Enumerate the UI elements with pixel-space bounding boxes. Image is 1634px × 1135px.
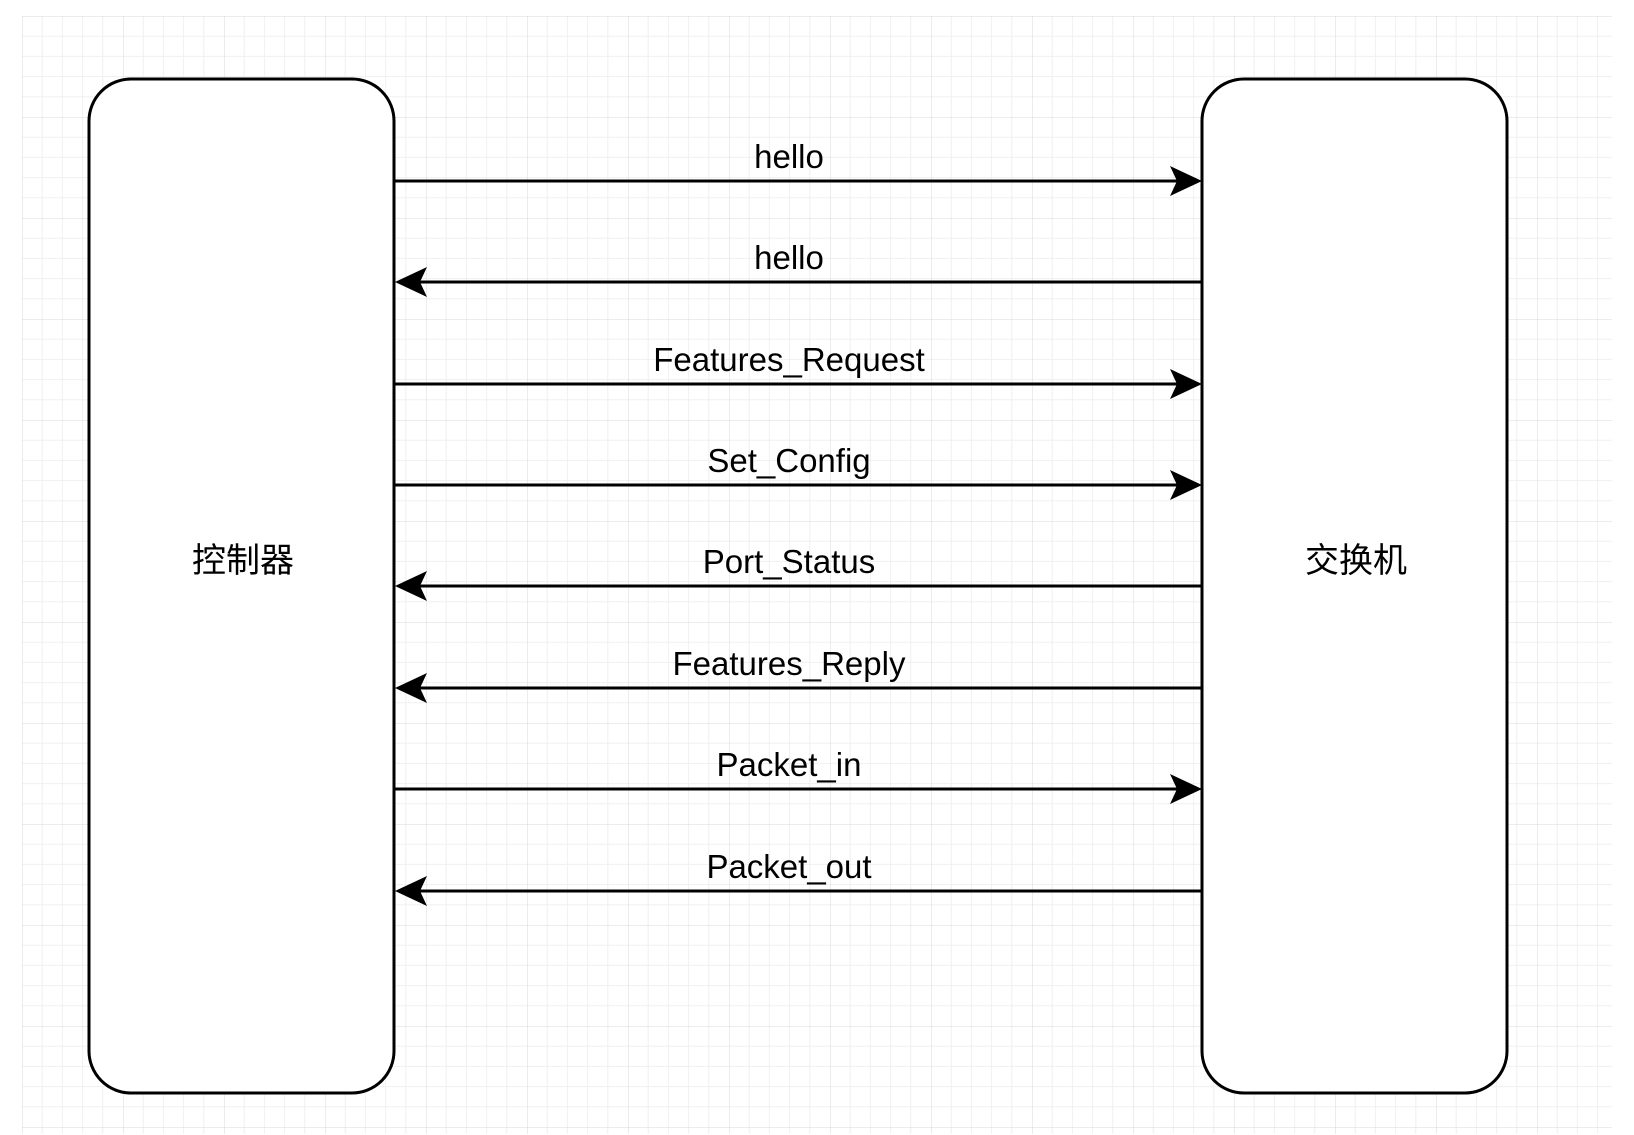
message-label: Packet_out <box>706 848 871 885</box>
message-packet-in[interactable]: Packet_in <box>395 746 1202 804</box>
arrowhead-left-icon <box>395 267 427 297</box>
arrowhead-left-icon <box>395 571 427 601</box>
switch-box[interactable] <box>1200 77 1509 1095</box>
message-hello-request[interactable]: hello <box>395 138 1202 196</box>
arrowhead-right-icon <box>1170 166 1202 196</box>
message-packet-out[interactable]: Packet_out <box>395 848 1202 906</box>
controller-node[interactable]: 控制器 <box>87 77 396 1095</box>
arrowhead-right-icon <box>1170 774 1202 804</box>
arrowhead-left-icon <box>395 876 427 906</box>
message-label: Features_Reply <box>673 645 906 682</box>
arrowhead-right-icon <box>1170 470 1202 500</box>
message-hello-response[interactable]: hello <box>395 239 1202 297</box>
message-set-config[interactable]: Set_Config <box>395 442 1202 500</box>
message-label: hello <box>754 138 824 175</box>
message-label: Port_Status <box>703 543 875 580</box>
controller-box[interactable] <box>87 77 396 1095</box>
arrowhead-right-icon <box>1170 369 1202 399</box>
message-label: Packet_in <box>717 746 862 783</box>
switch-label: 交换机 <box>1305 541 1407 581</box>
arrowhead-left-icon <box>395 673 427 703</box>
message-features-reply[interactable]: Features_Reply <box>395 645 1202 703</box>
switch-node[interactable]: 交换机 <box>1200 77 1509 1095</box>
message-port-status[interactable]: Port_Status <box>395 543 1202 601</box>
message-label: hello <box>754 239 824 276</box>
controller-label: 控制器 <box>192 541 294 581</box>
message-label: Features_Request <box>653 341 925 378</box>
message-label: Set_Config <box>707 442 870 479</box>
message-features-request[interactable]: Features_Request <box>395 341 1202 399</box>
